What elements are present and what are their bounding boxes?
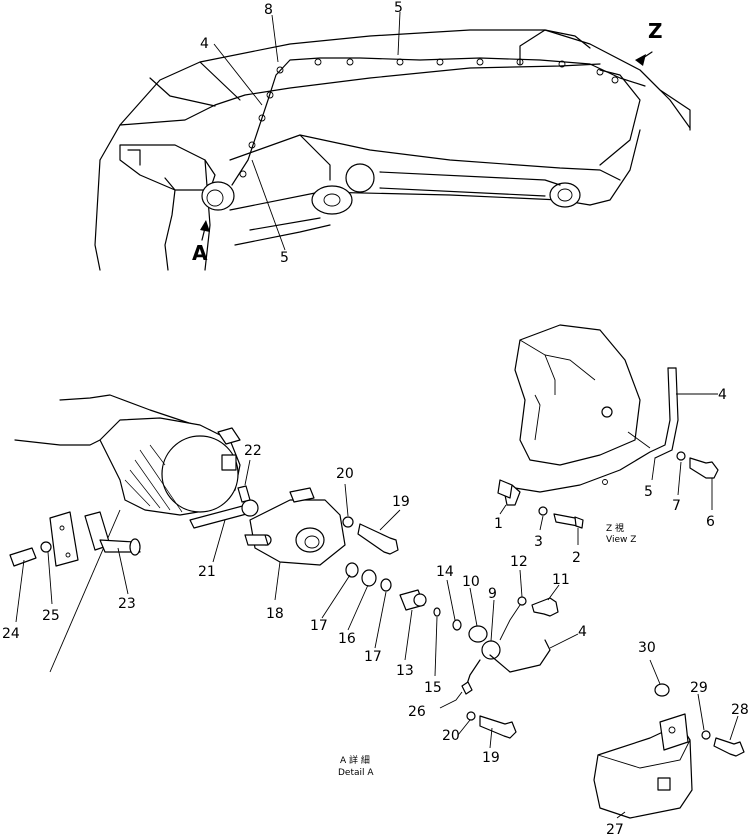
callout-5-lower: 5 — [280, 250, 289, 266]
callout-24: 24 — [2, 626, 20, 642]
callout-1: 1 — [494, 516, 503, 532]
callout-4-view-z: 4 — [718, 387, 727, 403]
view-markers: A Z — [192, 19, 663, 265]
callout-4-detail: 4 — [578, 624, 587, 640]
callout-12: 12 — [510, 554, 528, 570]
machine-overview-drawing — [94, 11, 691, 271]
callout-7: 7 — [672, 498, 681, 514]
view-z-drawing — [497, 324, 719, 545]
callout-15: 15 — [424, 680, 442, 696]
callout-17-right: 17 — [364, 649, 382, 665]
callout-11: 11 — [552, 572, 570, 588]
view-z-caption-jp: Z 視 — [606, 522, 624, 534]
callout-5-view-z: 5 — [644, 484, 653, 500]
view-marker-z: Z — [648, 19, 663, 43]
callout-5-top: 5 — [394, 0, 403, 16]
callout-25: 25 — [42, 608, 60, 624]
detail-a-drawing — [9, 394, 579, 749]
view-z-caption-en: View Z — [606, 535, 636, 545]
callout-4-top: 4 — [200, 36, 209, 52]
callout-6: 6 — [706, 514, 715, 530]
view-marker-a: A — [192, 241, 208, 265]
callout-9: 9 — [488, 586, 497, 602]
callout-18: 18 — [266, 606, 284, 622]
callout-28: 28 — [731, 702, 749, 718]
callout-13: 13 — [396, 663, 414, 679]
callout-23: 23 — [118, 596, 136, 612]
callout-30: 30 — [638, 640, 656, 656]
callout-20-bottom: 20 — [442, 728, 460, 744]
callout-8: 8 — [264, 2, 273, 18]
callout-27: 27 — [606, 822, 624, 836]
cover-27-drawing — [593, 659, 745, 819]
callout-22: 22 — [244, 443, 262, 459]
callout-26: 26 — [408, 704, 426, 720]
callout-3: 3 — [534, 534, 543, 550]
callout-14: 14 — [436, 564, 454, 580]
callout-17-left: 17 — [310, 618, 328, 634]
callout-10: 10 — [462, 574, 480, 590]
callout-2: 2 — [572, 550, 581, 566]
callout-29: 29 — [690, 680, 708, 696]
callout-21: 21 — [198, 564, 216, 580]
detail-a-caption-en: Detail A — [338, 768, 374, 778]
callout-16: 16 — [338, 631, 356, 647]
callout-20-top: 20 — [336, 466, 354, 482]
callout-19-bottom: 19 — [482, 750, 500, 766]
callout-19-top: 19 — [392, 494, 410, 510]
detail-a-caption-jp: A 詳 細 — [340, 754, 370, 766]
view-captions: Z 視 View Z A 詳 細 Detail A — [338, 522, 636, 778]
